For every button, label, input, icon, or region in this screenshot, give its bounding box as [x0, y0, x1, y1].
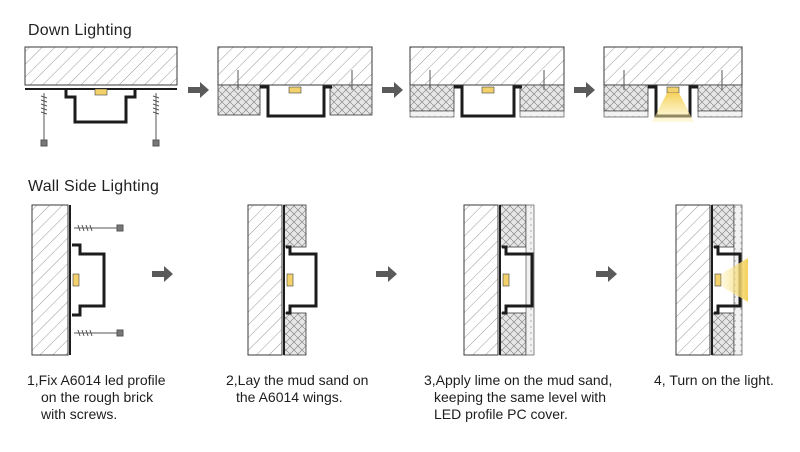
wall-step-4-panel — [675, 204, 748, 356]
step-4-line-1: 4, Turn on the light. — [654, 372, 774, 388]
step-2-caption: 2,Lay the mud sand on the A6014 wings. — [226, 372, 416, 406]
step-1-line-3: with screws. — [41, 406, 118, 422]
wall-step-1-panel — [31, 204, 124, 356]
step-1-line-2: on the rough brick — [41, 389, 154, 405]
down-step-4-panel — [603, 46, 743, 122]
step-3-line-2: keeping the same level with — [434, 389, 606, 405]
down-lighting-heading: Down Lighting — [28, 22, 132, 39]
step-1-caption: 1,Fix A6014 led profile on the rough bri… — [27, 372, 227, 423]
step-3-caption: 3,Apply lime on the mud sand, keeping th… — [424, 372, 634, 423]
screw-icon — [152, 93, 160, 147]
step-2-line-2: the A6014 wings. — [236, 389, 343, 405]
wall-step-3-panel — [463, 204, 535, 356]
arrow-right-icon — [574, 82, 595, 98]
screw-icon — [74, 224, 124, 232]
step-3-line-3: LED profile PC cover. — [434, 406, 568, 422]
screw-icon — [40, 93, 48, 147]
arrow-right-icon — [596, 266, 617, 282]
step-4-caption: 4, Turn on the light. — [654, 372, 794, 389]
light-beam-icon — [721, 258, 748, 302]
wall-step-2-panel — [247, 204, 318, 356]
step-1-line-1: 1,Fix A6014 led profile — [27, 372, 166, 388]
arrow-right-icon — [376, 266, 397, 282]
arrow-right-icon — [152, 266, 173, 282]
wall-side-lighting-heading: Wall Side Lighting — [28, 178, 160, 195]
light-beam-icon — [652, 93, 694, 122]
led-strip-icon — [94, 88, 108, 96]
arrow-right-icon — [188, 82, 209, 98]
step-2-line-1: 2,Lay the mud sand on — [226, 372, 369, 388]
down-step-1-panel — [24, 46, 178, 147]
arrow-right-icon — [382, 82, 403, 98]
down-step-2-panel — [217, 46, 373, 118]
down-step-3-panel — [409, 46, 565, 118]
screw-icon — [74, 329, 124, 337]
step-3-line-1: 3,Apply lime on the mud sand, — [424, 372, 613, 388]
